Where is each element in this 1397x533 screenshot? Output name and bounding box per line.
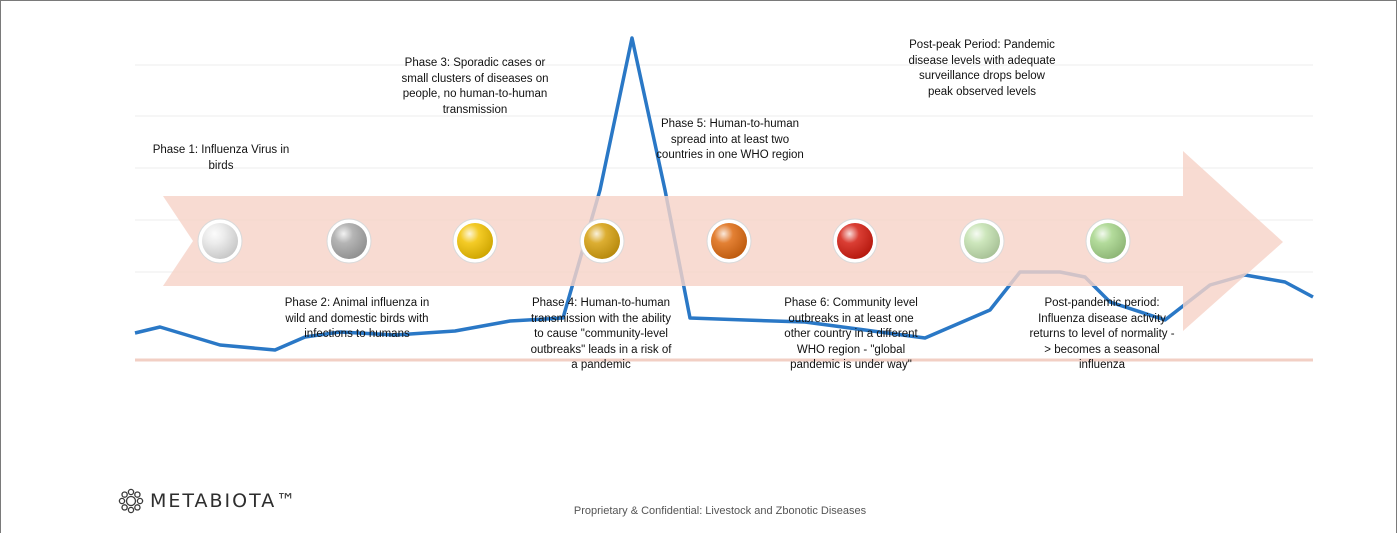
post-peak-label: Post-peak Period: Pandemic disease level…	[908, 39, 1056, 98]
phase-5-label: Phase 5: Human-to-human spread into at l…	[656, 118, 804, 162]
metabiota-logo: METABIOTA™	[118, 488, 297, 514]
phase-marker-gloss	[331, 223, 367, 259]
logo-wordmark: METABIOTA™	[150, 490, 298, 512]
phase-marker-gloss	[584, 223, 620, 259]
phase-4-label: Phase 4: Human-to-human transmission wit…	[530, 297, 672, 372]
phase-1-label: Phase 1: Influenza Virus in birds	[152, 144, 290, 172]
footer-confidentiality: Proprietary & Confidential: Livestock an…	[573, 505, 867, 517]
phase-marker-gloss	[711, 223, 747, 259]
phase-marker-gloss	[837, 223, 873, 259]
phase-6-label: Phase 6: Community level outbreaks in at…	[784, 297, 918, 372]
post-pandemic-label: Post-pandemic period: Influenza disease …	[1029, 297, 1175, 372]
phase-marker-gloss	[964, 223, 1000, 259]
phase-2-label: Phase 2: Animal influenza in wild and do…	[284, 297, 430, 341]
phase-markers	[197, 218, 1131, 264]
epidemic-curve-line	[134, 36, 1314, 352]
logo-mark-icon	[118, 488, 144, 514]
phase-marker-gloss	[1090, 223, 1126, 259]
phase-3-label: Phase 3: Sporadic cases or small cluster…	[401, 57, 549, 116]
phase-marker-gloss	[202, 223, 238, 259]
phase-marker-gloss	[457, 223, 493, 259]
